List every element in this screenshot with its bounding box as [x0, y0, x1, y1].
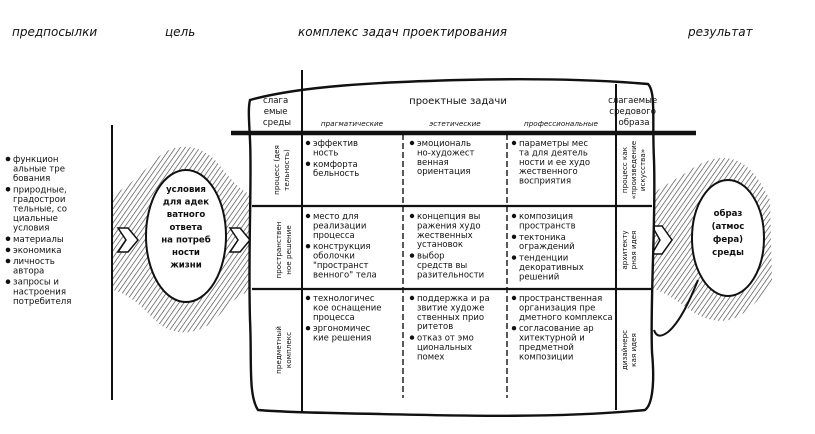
bullet-icon — [305, 213, 311, 219]
bullet-icon — [5, 187, 11, 192]
sub-header-pragmatic: прагматические — [321, 119, 384, 128]
row-result-label: архитектурная идея — [620, 230, 638, 270]
prerequisite-item: материалы — [13, 235, 64, 245]
header-goal: цель — [165, 25, 195, 39]
col-header-result: слагаемые средового образа — [608, 96, 660, 128]
result-ellipse — [691, 179, 765, 297]
table-frame — [247, 78, 656, 417]
bullet-icon — [305, 140, 311, 146]
table-grid — [231, 70, 696, 412]
bullet-icon — [305, 295, 311, 301]
bullet-icon — [5, 156, 11, 162]
bullet-icon — [5, 236, 11, 242]
row-result-label: дизайнерская идея — [620, 330, 638, 370]
col-header-tasks: проектные задачи — [409, 96, 507, 107]
row-side-label: пространственное решение — [274, 221, 293, 278]
header-tasks: комплекс задач проектирования — [298, 25, 507, 39]
bullet-icon — [409, 295, 415, 301]
bullet-icon — [5, 247, 11, 253]
arrow-chevron-icon — [116, 225, 673, 255]
bullet-icon — [511, 255, 517, 260]
bullet-icon — [305, 161, 311, 166]
bullet-icon — [409, 335, 415, 340]
goal-ellipse — [145, 169, 227, 303]
bullet-icon — [511, 140, 517, 146]
bullet-icon — [511, 326, 517, 331]
bullet-icon — [305, 244, 311, 249]
bullet-icon — [409, 140, 415, 146]
row-result-label: процесс как«произведениеискусства» — [620, 140, 647, 199]
header-prerequisites: предпосылки — [12, 25, 97, 39]
sub-header-professional: профессиональные — [524, 119, 599, 128]
bullet-icon — [409, 213, 415, 219]
bullet-icon — [511, 234, 517, 239]
result-hook-line — [653, 279, 699, 337]
prerequisite-item: экономика — [13, 246, 62, 256]
bullet-icon — [511, 295, 517, 301]
bullet-icon — [511, 213, 517, 219]
row-side-label: предметныйкомплекс — [274, 326, 293, 374]
header-result: результат — [687, 25, 754, 39]
bullet-icon — [409, 253, 415, 258]
bullet-icon — [5, 258, 11, 264]
bullet-icon — [305, 326, 311, 331]
sub-header-aesthetic: эстетические — [429, 119, 481, 128]
bullet-icon — [5, 279, 11, 285]
col-header-environment: слага емые среды — [263, 96, 291, 128]
row-side-label: процесс (деятельность) — [272, 145, 291, 195]
